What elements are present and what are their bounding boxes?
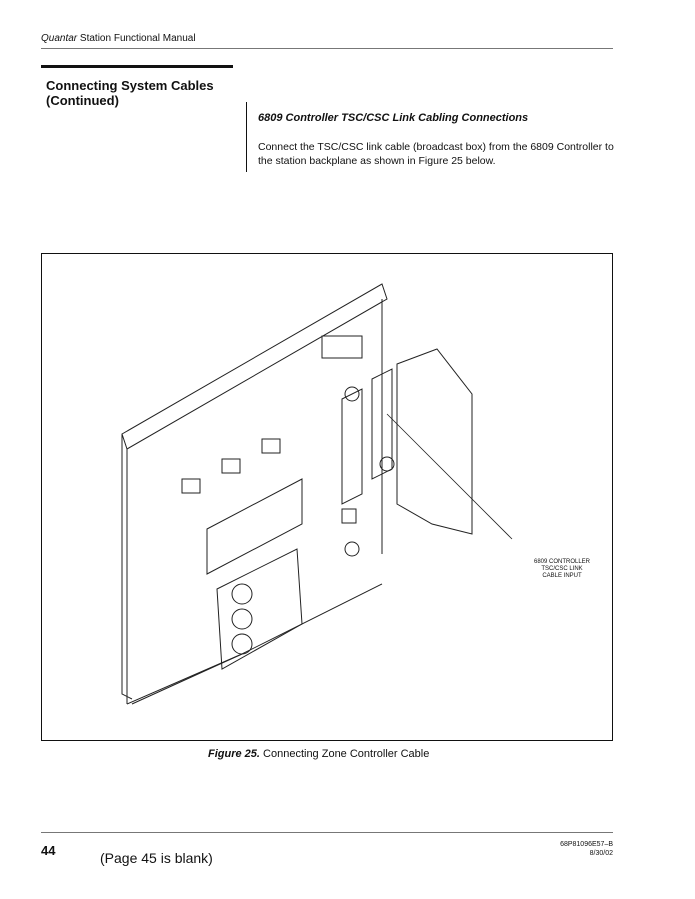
doc-date: 8/30/02	[589, 850, 613, 857]
callout-line1: 6809 CONTROLLER	[533, 559, 591, 565]
caption-label: Figure 25.	[208, 748, 260, 760]
callout-label: 6809 CONTROLLER TSC/CSC LINK CABLE INPUT	[512, 559, 612, 580]
doc-info: 68P81096E57–B 8/30/02	[560, 840, 613, 858]
footer-rule	[41, 832, 613, 833]
doc-number: 68P81096E57–B	[560, 841, 613, 848]
section-rule	[41, 65, 233, 68]
section-title: Connecting System Cables(Continued)	[46, 78, 214, 108]
section-title-line1: Connecting System Cables	[46, 78, 214, 93]
backplane-illustration	[121, 283, 513, 705]
subsection-title: 6809 Controller TSC/CSC Link Cabling Con…	[258, 112, 529, 124]
header-rule	[41, 48, 613, 49]
callout-line2: TSC/CSC LINK	[541, 566, 583, 572]
callout-line3: CABLE INPUT	[542, 573, 582, 579]
figure-caption: Figure 25. Connecting Zone Controller Ca…	[208, 748, 429, 760]
header-title: Station Functional Manual	[77, 33, 196, 44]
page-number: 44	[41, 843, 56, 858]
change-bar	[246, 102, 247, 172]
body-paragraph: Connect the TSC/CSC link cable (broadcas…	[258, 141, 614, 167]
caption-text: Connecting Zone Controller Cable	[259, 748, 430, 760]
header-brand: Quantar	[41, 33, 78, 44]
section-title-line2: (Continued)	[46, 93, 119, 108]
running-header: Quantar Station Functional Manual	[41, 33, 196, 44]
figure-25: 6809 CONTROLLER TSC/CSC LINK CABLE INPUT	[41, 253, 613, 741]
blank-page-note: (Page 45 is blank)	[100, 850, 213, 866]
